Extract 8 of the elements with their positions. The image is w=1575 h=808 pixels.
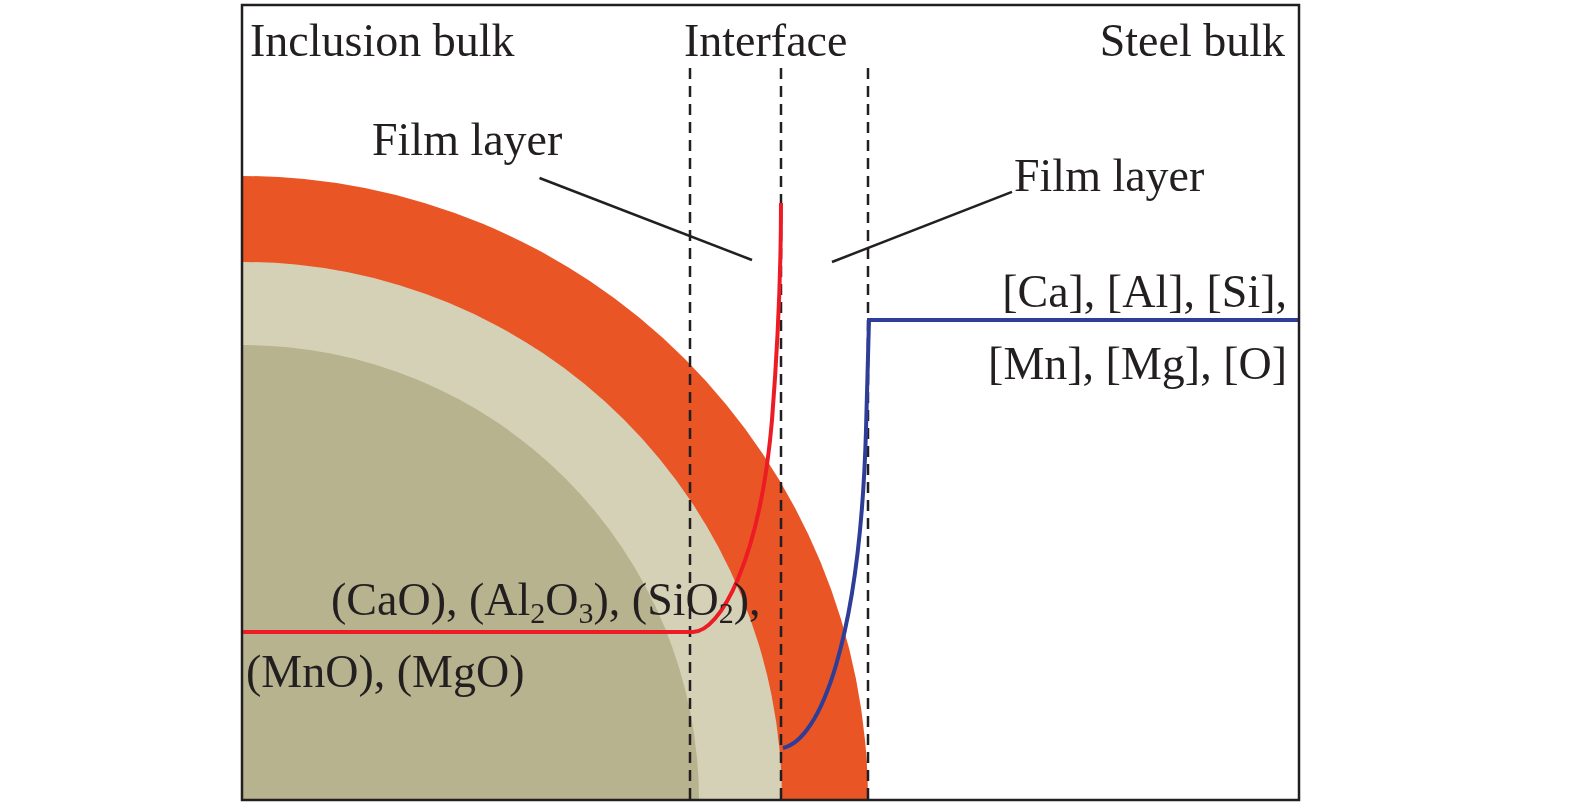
leader-line: [539, 176, 753, 262]
leader-line: [831, 190, 1013, 264]
callout-text: Film layer: [372, 104, 563, 176]
region-label: Steel bulk: [1098, 14, 1285, 68]
region-label: Interface: [684, 14, 849, 68]
callout-text: Film layer: [1014, 140, 1205, 212]
region-label: Inclusion bulk: [250, 14, 516, 68]
species-label: [Ca], [Al], [Si], [Mn], [Mg], [O]: [987, 265, 1287, 391]
